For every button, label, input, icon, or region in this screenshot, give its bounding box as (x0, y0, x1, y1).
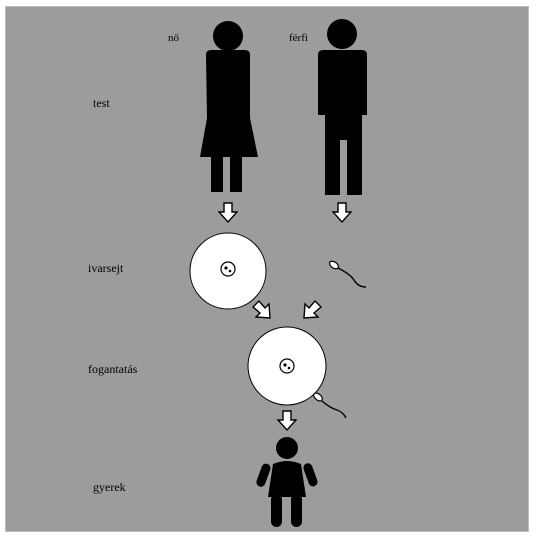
label-gamete-row: ivarsejt (88, 261, 124, 275)
man-icon (318, 19, 367, 195)
label-child-row: gyerek (93, 480, 126, 494)
arrow-down-icon (217, 202, 239, 224)
sperm-icon (328, 260, 367, 288)
fertilized-egg-icon (247, 326, 327, 406)
arrow-diagonal-icon (251, 299, 271, 319)
arrow-diagonal-icon (303, 299, 323, 319)
label-female: nő (168, 32, 179, 44)
sperm-icon (313, 392, 347, 419)
diagram-panel (5, 6, 529, 532)
label-conception-row: fogantatás (88, 362, 138, 376)
woman-icon (200, 21, 258, 192)
egg-cell-icon (189, 232, 267, 310)
arrow-down-icon (331, 202, 353, 224)
child-icon (256, 437, 318, 527)
label-body-row: test (93, 96, 110, 110)
arrow-down-icon (276, 410, 298, 432)
label-male: férfi (289, 32, 308, 44)
